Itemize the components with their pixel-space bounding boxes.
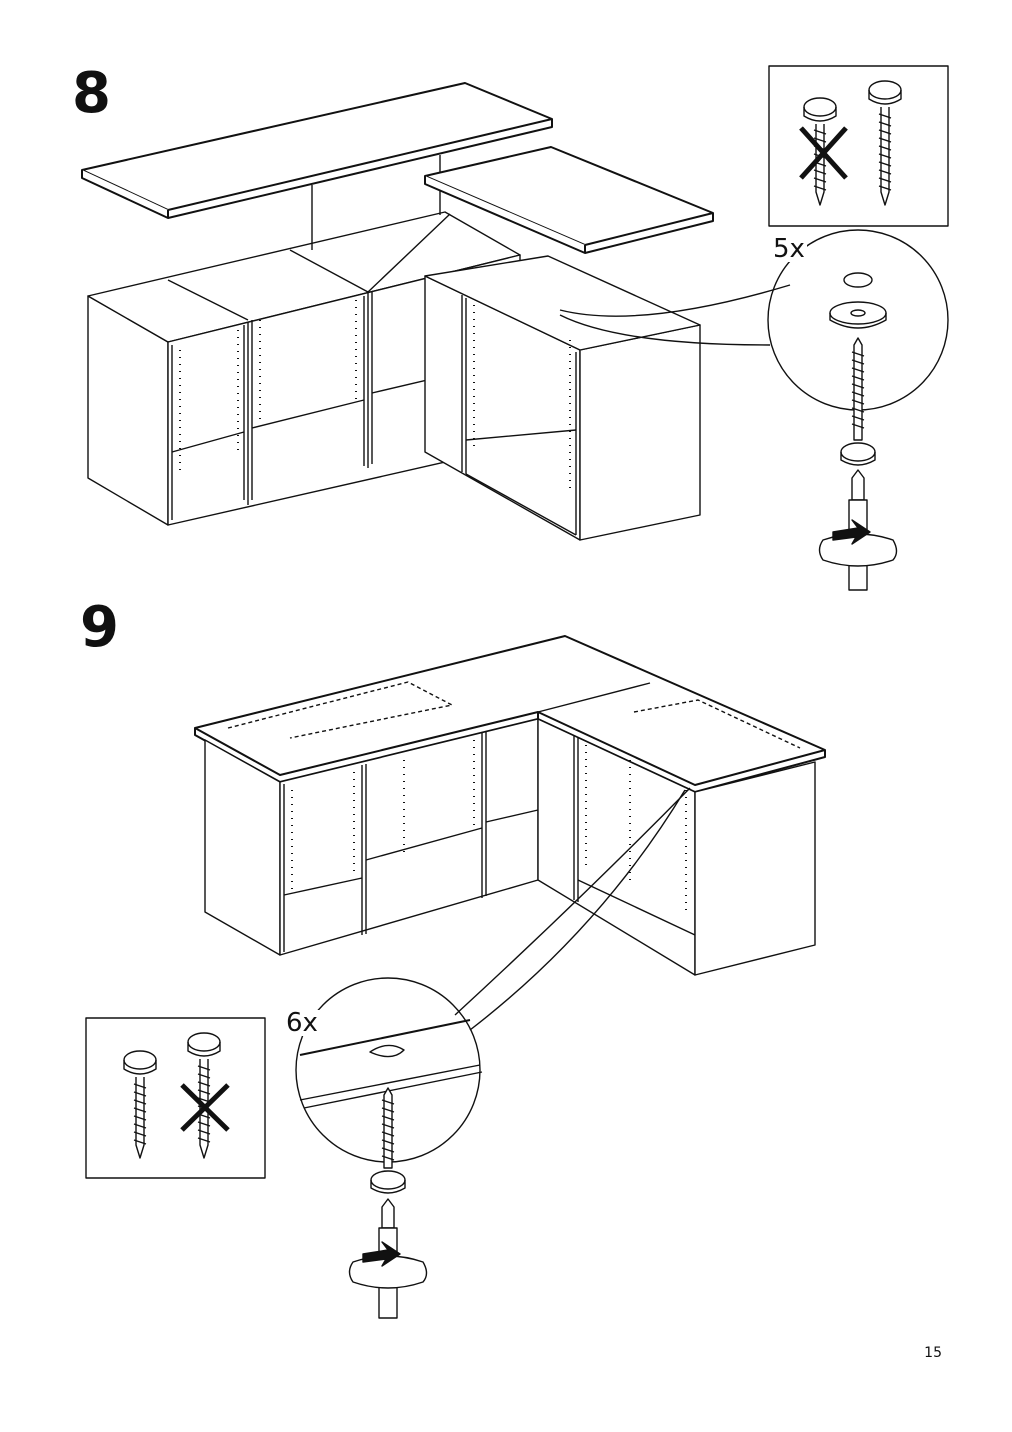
step8-screw-choice-box [768, 65, 949, 227]
step9-assembled-unit [194, 635, 826, 976]
step8-detail-circle [559, 229, 949, 466]
step8-worktops [81, 82, 714, 254]
step8-cabinets [87, 155, 701, 541]
step9-detail-circle [295, 787, 691, 1194]
step9-screw-choice-box [85, 1017, 266, 1179]
step-8-number: 8 [72, 61, 111, 126]
step9-screwdriver-icon [348, 1198, 428, 1319]
step8-screwdriver-icon [818, 469, 898, 591]
step-9-screw-quantity: 6x [284, 1008, 320, 1038]
page-number: 15 [924, 1345, 942, 1361]
step-9-number: 9 [80, 595, 119, 660]
step-8-screw-quantity: 5x [771, 234, 807, 264]
